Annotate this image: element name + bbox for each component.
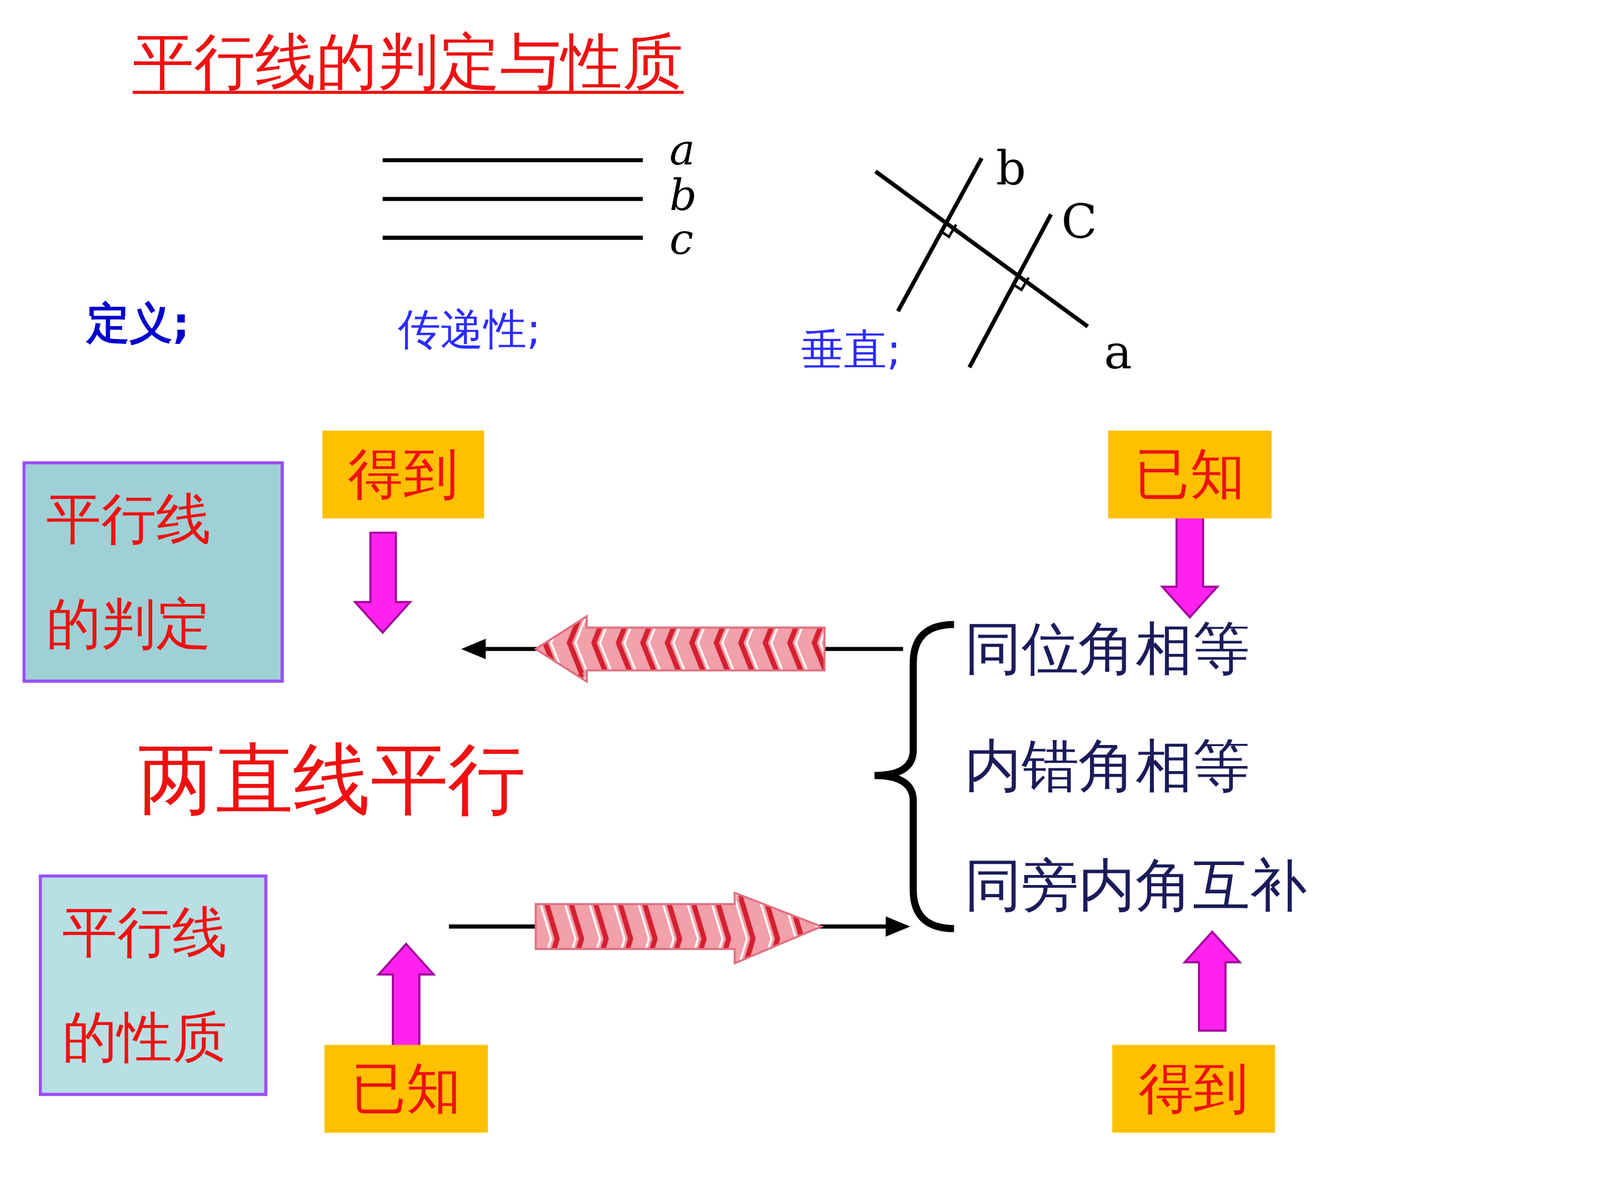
condition-label: 内错角相等 <box>964 731 1250 800</box>
node-text: 平行线 的性质 <box>62 880 236 1090</box>
condition-label: 同旁内角互补 <box>964 851 1308 920</box>
step-box: 已知 <box>1108 430 1272 519</box>
node-text: 得到 <box>347 441 458 508</box>
line-name: C <box>1061 193 1098 250</box>
node-text: 已知 <box>1134 441 1245 508</box>
node-text: 平行线 的判定 <box>46 467 220 677</box>
node-text: 已知 <box>351 1055 462 1122</box>
line-name: c <box>669 214 694 267</box>
term-label: 传递性; <box>397 303 541 356</box>
term-label: 垂直; <box>801 324 902 377</box>
line-name: b <box>996 140 1027 197</box>
step-box: 已知 <box>324 1045 488 1133</box>
brace <box>874 624 954 929</box>
center-label: 两直线平行 <box>137 732 526 826</box>
line-name: b <box>669 170 697 223</box>
line-name: a <box>669 124 695 177</box>
step-box: 得到 <box>1112 1045 1275 1133</box>
term-label: 定义; <box>86 297 190 350</box>
title: 平行线的判定与性质 <box>132 24 684 98</box>
parallel-lines <box>382 160 643 238</box>
topic-box: 平行线 的性质 <box>38 874 268 1097</box>
condition-label: 同位角相等 <box>964 614 1250 683</box>
topic-box: 平行线 的判定 <box>22 461 284 683</box>
step-box: 得到 <box>322 430 484 519</box>
node-text: 得到 <box>1138 1055 1249 1122</box>
line-name: a <box>1103 324 1132 381</box>
perpendicular-figure <box>875 158 1088 368</box>
